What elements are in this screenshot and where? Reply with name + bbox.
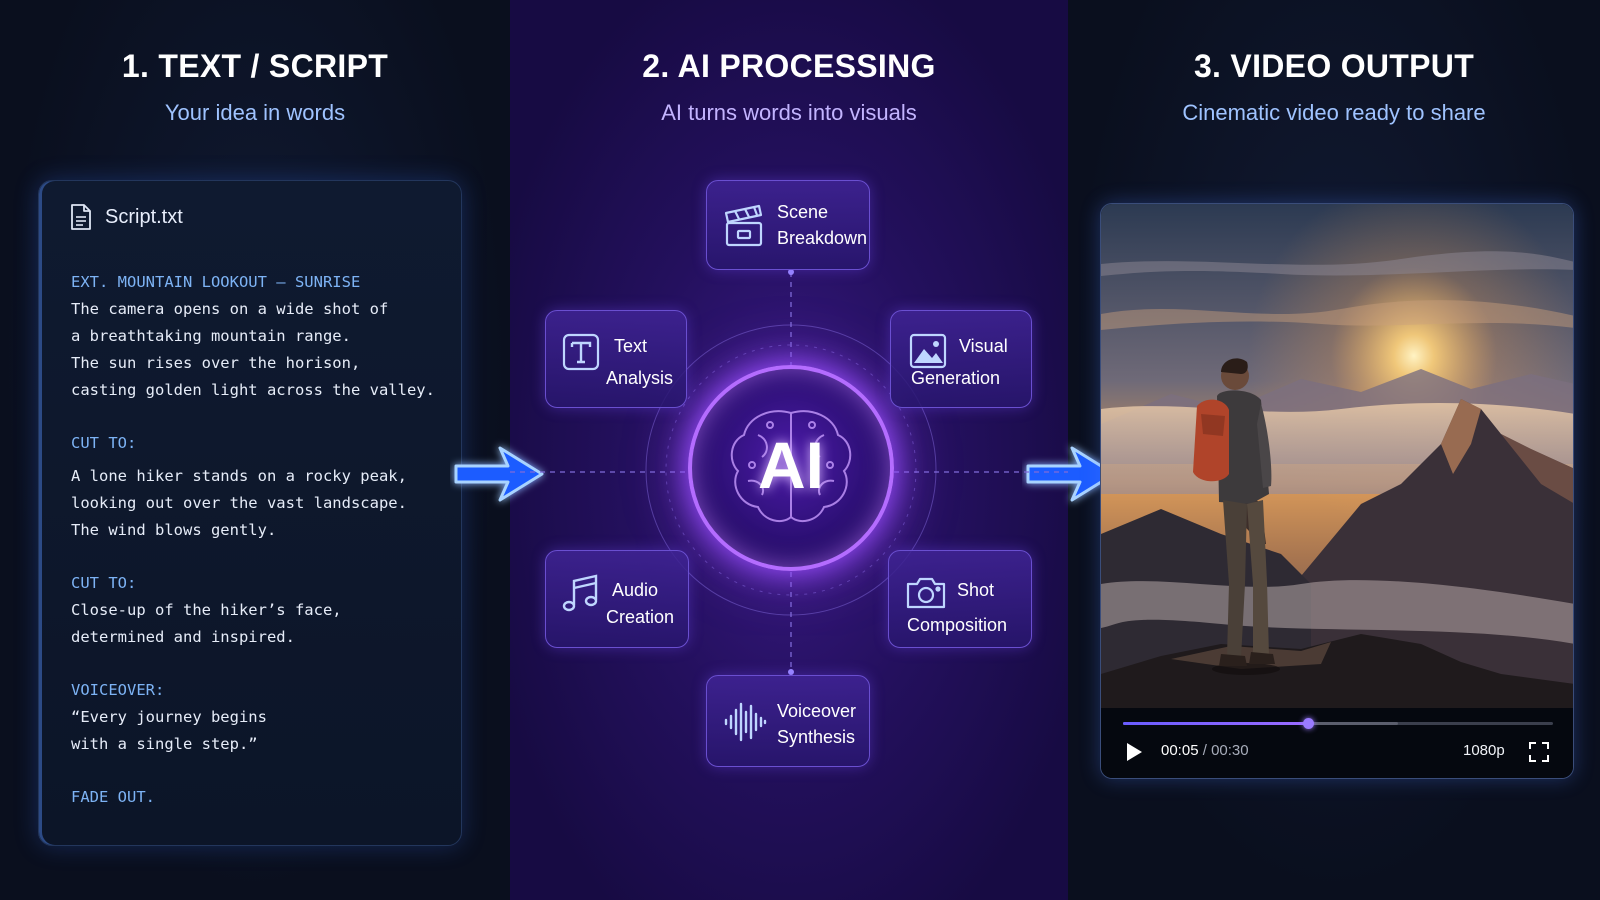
node-label: Breakdown xyxy=(777,228,868,248)
music-note-icon xyxy=(562,574,598,612)
script-line: Close-up of the hiker’s face, xyxy=(71,601,342,619)
column-subtitle: Cinematic video ready to share xyxy=(1182,100,1486,125)
video-frame xyxy=(1101,204,1573,710)
arrow-right-icon xyxy=(454,446,544,502)
column-title: 1. TEXT / SCRIPT xyxy=(121,48,389,84)
script-line: The camera opens on a wide shot of xyxy=(71,300,389,318)
script-line: “Every journey begins xyxy=(71,708,267,726)
node-label: Generation xyxy=(911,368,1001,388)
node-label: Analysis xyxy=(606,368,674,388)
node-label: Voiceover xyxy=(777,701,857,721)
node-label: Visual xyxy=(959,336,1008,356)
node-label: Creation xyxy=(606,607,675,627)
progress-handle[interactable] xyxy=(1302,718,1314,729)
script-line: looking out over the vast landscape. xyxy=(71,494,407,512)
ai-label: AI xyxy=(758,428,824,502)
node-scene-breakdown: Scene Breakdown xyxy=(706,180,870,270)
progress-fill xyxy=(1123,722,1308,725)
script-transition: CUT TO: xyxy=(71,434,137,452)
column-subtitle: AI turns words into visuals xyxy=(661,100,917,125)
time-display: 00:05 / 00:30 xyxy=(1161,742,1249,759)
quality-setting[interactable]: 1080p xyxy=(1463,742,1505,759)
hiker-figure xyxy=(1193,358,1280,675)
script-line: a breathtaking mountain range. xyxy=(71,327,351,345)
node-label: Composition xyxy=(907,615,1008,635)
script-line: The wind blows gently. xyxy=(71,521,277,539)
text-icon xyxy=(562,333,600,371)
progress-bar[interactable] xyxy=(1123,718,1553,729)
waveform-icon xyxy=(724,702,767,742)
node-label: Synthesis xyxy=(777,727,856,747)
node-label: Scene xyxy=(777,202,829,222)
arrow-right-icon xyxy=(1026,446,1116,502)
node-label: Text xyxy=(614,336,648,356)
node-audio-creation: Audio Creation xyxy=(545,550,689,648)
node-shot-composition: Shot Composition xyxy=(888,550,1032,648)
current-time: 00:05 xyxy=(1161,742,1199,759)
script-text: EXT. MOUNTAIN LOOKOUT – SUNRISE The came… xyxy=(71,269,445,811)
script-transition: CUT TO: xyxy=(71,574,137,592)
script-scene-heading: EXT. MOUNTAIN LOOKOUT – SUNRISE xyxy=(71,273,361,291)
camera-icon xyxy=(906,577,946,609)
node-visual-generation: Visual Generation xyxy=(890,310,1032,408)
column-subtitle: Your idea in words xyxy=(164,100,346,125)
script-line: with a single step.” xyxy=(71,735,258,753)
brain-icon xyxy=(730,410,852,523)
script-voiceover-heading: VOICEOVER: xyxy=(71,681,165,699)
column-title: 2. AI PROCESSING xyxy=(642,48,936,84)
clapperboard-icon xyxy=(724,204,763,247)
node-voiceover-synthesis: Voiceover Synthesis xyxy=(706,675,870,767)
connector-lines xyxy=(510,269,1068,675)
document-icon xyxy=(71,204,91,230)
video-player[interactable]: 00:05 / 00:30 1080p xyxy=(1100,203,1574,779)
file-name: Script.txt xyxy=(105,205,183,228)
play-icon[interactable] xyxy=(1125,742,1143,762)
script-line: A lone hiker stands on a rocky peak, xyxy=(71,467,407,485)
time-separator: / xyxy=(1198,742,1212,759)
ai-core: AI xyxy=(688,365,894,571)
file-header: Script.txt xyxy=(69,203,183,231)
node-text-analysis: Text Analysis xyxy=(545,310,687,408)
script-line: The sun rises over the horison, xyxy=(71,354,361,372)
script-line: determined and inspired. xyxy=(71,628,295,646)
image-icon xyxy=(909,333,947,369)
total-time: 00:30 xyxy=(1211,742,1249,759)
node-label: Shot xyxy=(957,580,995,600)
script-line: casting golden light across the valley. xyxy=(71,381,435,399)
node-label: Audio xyxy=(612,580,659,600)
column-title: 3. VIDEO OUTPUT xyxy=(1193,48,1475,84)
fullscreen-icon[interactable] xyxy=(1529,742,1549,762)
script-transition: FADE OUT. xyxy=(71,788,155,806)
video-controls: 00:05 / 00:30 1080p xyxy=(1101,708,1573,778)
script-card: Script.txt EXT. MOUNTAIN LOOKOUT – SUNRI… xyxy=(38,180,462,846)
